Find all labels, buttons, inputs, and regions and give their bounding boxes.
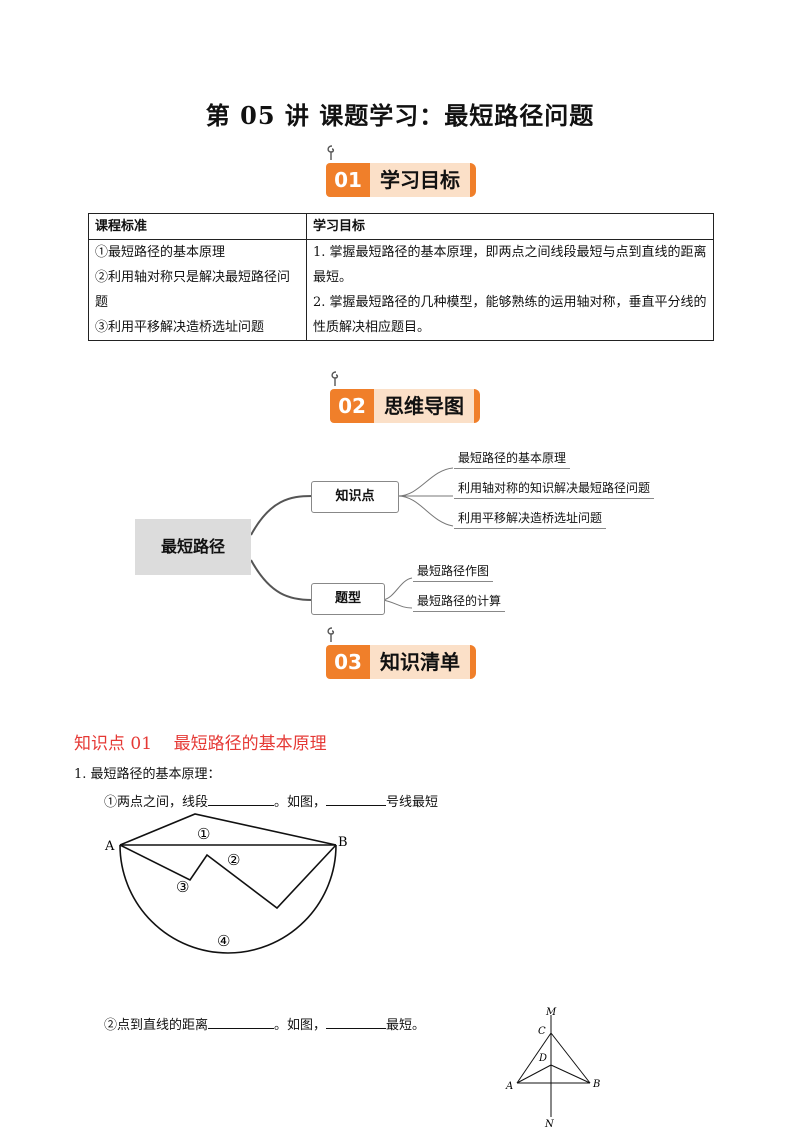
badge-label: 思维导图 xyxy=(374,389,480,423)
mindmap-leaf: 利用轴对称的知识解决最短路径问题 xyxy=(454,479,655,499)
answer-blank[interactable] xyxy=(208,793,275,806)
answer-blank[interactable] xyxy=(326,1016,387,1029)
hook-icon xyxy=(331,371,339,386)
path-label: ④ xyxy=(217,932,230,950)
table-cell-standards: ①最短路径的基本原理 ②利用轴对称只是解决最短路径问题 ③利用平移解决造桥选址问… xyxy=(88,239,307,341)
point-label: B xyxy=(592,1079,600,1090)
mindmap-root: 最短路径 xyxy=(135,519,251,575)
principle-1: ①两点之间，线段。如图，号线最短 xyxy=(104,793,439,810)
point-label: D xyxy=(538,1053,547,1064)
figure-paths: A B ① ② ③ ④ xyxy=(104,813,348,954)
standard-item: ②利用轴对称只是解决最短路径问题 xyxy=(95,270,291,310)
badge-label: 学习目标 xyxy=(370,163,476,197)
path-label: ③ xyxy=(176,878,189,896)
principle-2: ②点到直线的距离。如图，最短。 xyxy=(104,1016,426,1033)
path-label: ① xyxy=(197,825,210,843)
table-header-goal: 学习目标 xyxy=(306,213,714,240)
goal-item: 2. 掌握最短路径的几种模型，能够熟练的运用轴对称，垂直平分线的性质解决相应题目… xyxy=(313,295,707,335)
section-badge-knowledge: 03 知识清单 xyxy=(326,627,476,679)
point-label: C xyxy=(538,1026,546,1037)
point-label: M xyxy=(545,1007,557,1018)
goal-item: 1. 掌握最短路径的基本原理，即两点之间线段最短与点到直线的距离最短。 xyxy=(313,245,707,285)
standard-item: ①最短路径的基本原理 xyxy=(95,245,226,260)
section-badge-goals: 01 学习目标 xyxy=(326,145,476,197)
badge-label: 知识清单 xyxy=(370,645,476,679)
figure-perpendicular: M C D A B N xyxy=(505,1007,600,1130)
badge-number: 03 xyxy=(326,645,370,679)
mindmap-leaf: 最短路径的基本原理 xyxy=(454,449,571,469)
point-label: A xyxy=(505,1081,513,1092)
mindmap-leaf: 最短路径作图 xyxy=(413,562,494,582)
answer-blank[interactable] xyxy=(208,1016,275,1029)
answer-blank[interactable] xyxy=(326,793,387,806)
point-label: N xyxy=(544,1119,555,1130)
mindmap-leaf: 最短路径的计算 xyxy=(413,592,506,612)
mindmap-branch-knowledge: 知识点 xyxy=(311,481,399,513)
page-title: 第 05 讲 课题学习：最短路径问题 xyxy=(205,101,595,130)
mindmap-connectors xyxy=(250,467,454,609)
badge-number: 01 xyxy=(326,163,370,197)
badge-number: 02 xyxy=(330,389,374,423)
knowledge-intro: 1. 最短路径的基本原理： xyxy=(74,767,221,782)
path-label: ② xyxy=(227,851,240,869)
mindmap-leaf: 利用平移解决造桥选址问题 xyxy=(454,509,607,529)
knowledge-heading: 知识点 01 最短路径的基本原理 xyxy=(74,734,327,754)
standard-item: ③利用平移解决造桥选址问题 xyxy=(95,320,265,335)
goals-table: 课程标准 学习目标 ①最短路径的基本原理 ②利用轴对称只是解决最短路径问题 ③利… xyxy=(88,213,714,341)
table-header-standard: 课程标准 xyxy=(88,213,307,240)
point-a-label: A xyxy=(104,839,115,854)
mindmap-branch-types: 题型 xyxy=(311,583,385,615)
hook-icon xyxy=(327,145,335,160)
hook-icon xyxy=(327,627,335,642)
section-badge-mindmap: 02 思维导图 xyxy=(330,371,480,423)
table-cell-goals: 1. 掌握最短路径的基本原理，即两点之间线段最短与点到直线的距离最短。 2. 掌… xyxy=(306,239,714,341)
point-b-label: B xyxy=(338,835,348,850)
